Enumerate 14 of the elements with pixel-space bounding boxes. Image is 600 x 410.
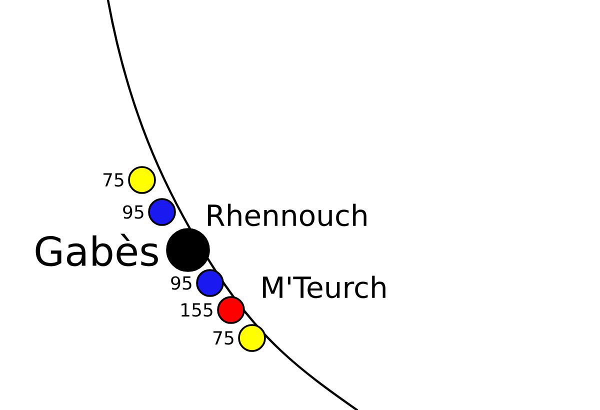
map-dot [238, 324, 266, 352]
place-name: M'Teurch [263, 276, 386, 298]
value-label: 95 [171, 276, 192, 290]
value-label: 75 [213, 331, 234, 345]
city-name: Gabès [36, 234, 158, 266]
value-label: 95 [123, 205, 144, 219]
map-dot [128, 166, 156, 194]
place-name: Rhennouch [208, 204, 366, 226]
map-dot [196, 269, 224, 297]
map-dot [217, 296, 245, 324]
map-dot [148, 198, 176, 226]
value-label: 155 [182, 303, 212, 317]
map-dot [166, 228, 210, 272]
value-label: 75 [103, 173, 124, 187]
